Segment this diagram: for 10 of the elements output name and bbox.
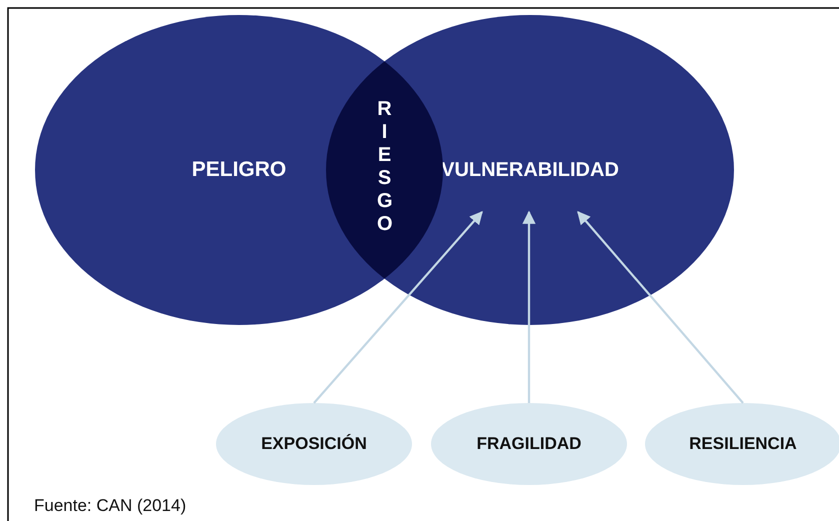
source-caption: Fuente: CAN (2014)	[34, 496, 186, 516]
arrow	[577, 211, 744, 404]
node-label: VULNERABILIDAD	[441, 158, 619, 182]
node-label: PELIGRO	[192, 158, 286, 182]
node-label: FRAGILIDAD	[476, 434, 582, 454]
node-label: RIESGO	[377, 98, 392, 236]
node-label: RESILIENCIA	[689, 434, 797, 454]
arrow	[313, 211, 483, 404]
node-label: EXPOSICIÓN	[261, 434, 367, 454]
arrow	[522, 210, 536, 403]
